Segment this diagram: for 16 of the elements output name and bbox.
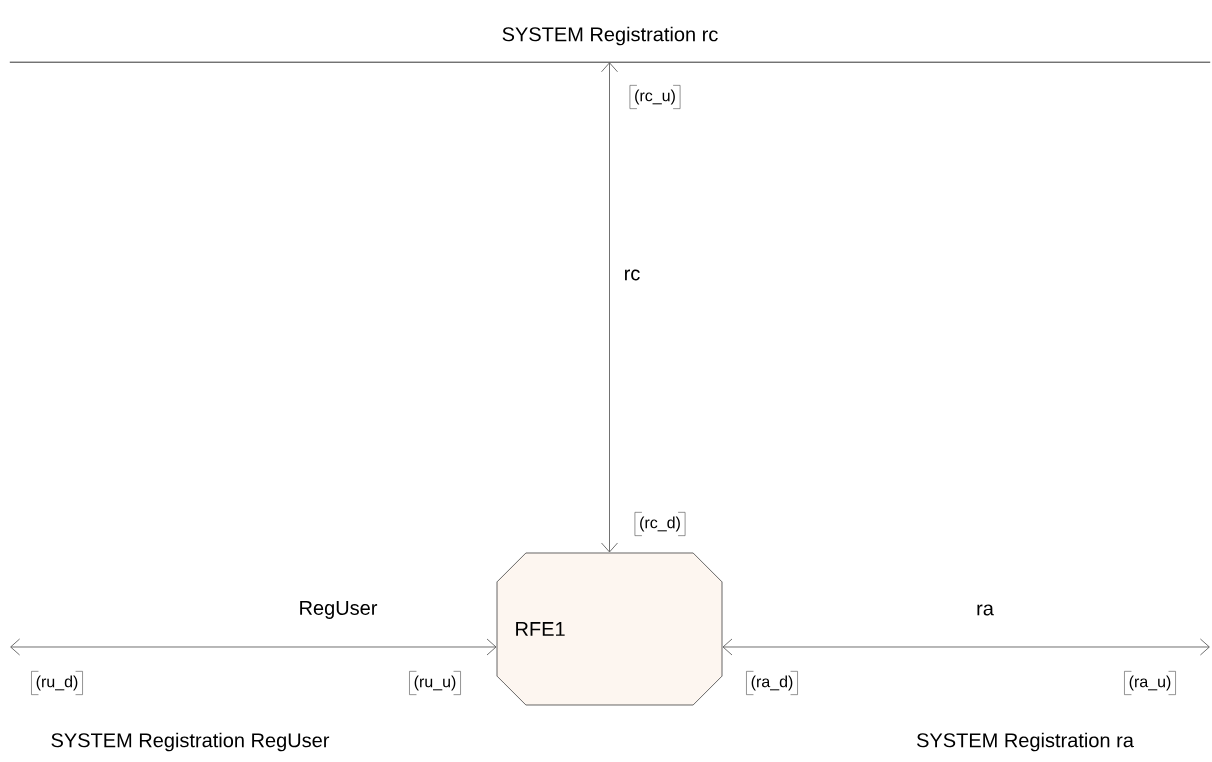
channel-arrow	[722, 638, 1210, 656]
process-block: RFE1	[496, 552, 723, 706]
signal-label: (ra_d)	[746, 671, 798, 695]
system-boundary: SYSTEM Registration rc	[9, 26, 1211, 63]
channel-arrow	[10, 638, 497, 656]
signal-label: (rc_d)	[634, 512, 686, 536]
edge-label: RegUser	[297, 600, 379, 620]
signal-label: (ru_d)	[31, 671, 83, 695]
edge-label: ra	[975, 603, 995, 617]
system-label: SYSTEM Registration ra	[917, 732, 1134, 752]
edge-label: rc	[622, 268, 642, 282]
channel-arrow	[601, 62, 618, 553]
signal-label: (rc_u)	[629, 85, 681, 109]
signal-label: (ra_u)	[1124, 671, 1176, 695]
system-label: SYSTEM Registration RegUser	[51, 732, 330, 752]
signal-label: (ru_u)	[409, 671, 461, 695]
